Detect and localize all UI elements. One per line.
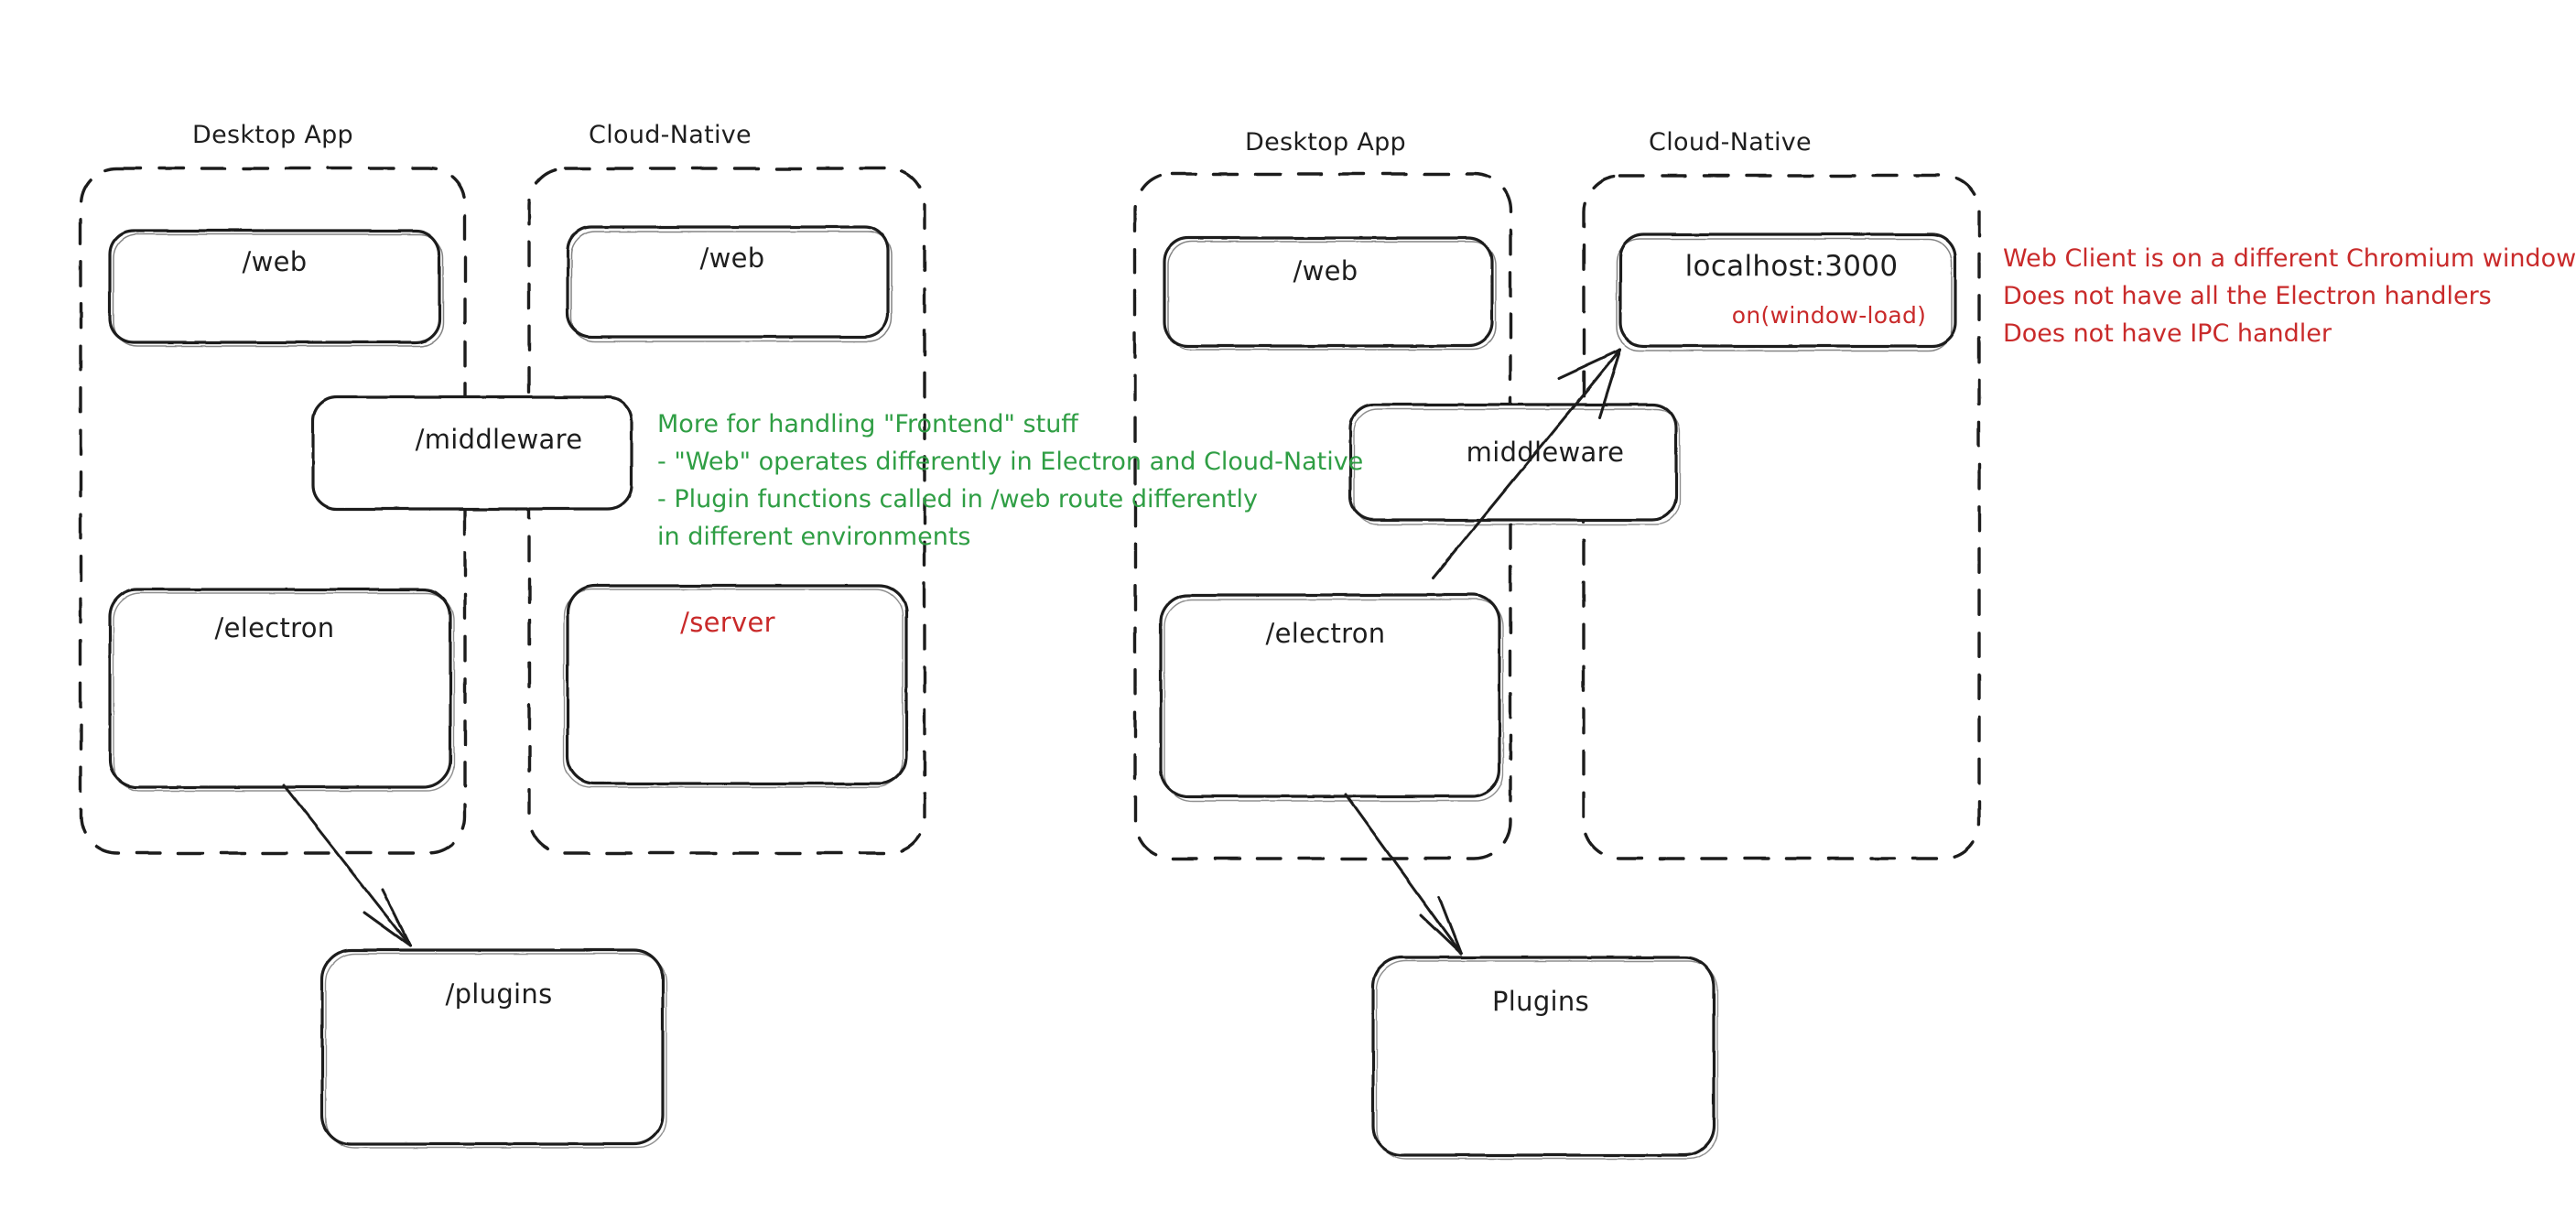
right-cloud-native-title: Cloud-Native: [1649, 128, 1812, 157]
left-middleware-label: /middleware: [415, 424, 583, 455]
right-desktop-web-label: /web: [1293, 255, 1358, 286]
right-boxes: [1159, 232, 1957, 1160]
left-plugins-shape-echo: [325, 953, 667, 1149]
left-electron-shape[interactable]: [108, 588, 452, 789]
red-annotation-note: Web Client is on a different Chromium wi…: [2003, 244, 2576, 349]
right-localhost-shape-echo: [1616, 238, 1953, 351]
left-cloud-web-shape[interactable]: [566, 225, 890, 339]
right-desktop-web-shape[interactable]: [1163, 236, 1494, 348]
left-server-shape-echo: [563, 589, 904, 788]
left-desktop-app-container: [79, 167, 467, 855]
right-plugins-shape[interactable]: [1371, 956, 1716, 1157]
left-desktop-web-label: /web: [242, 246, 308, 277]
left-plugins-label: /plugins: [445, 978, 553, 1010]
right-electron-to-plugins-arrow: [1344, 793, 1463, 956]
right-electron-shape[interactable]: [1159, 593, 1501, 798]
right-plugins-shape-echo: [1376, 960, 1718, 1160]
right-desktop-app-container: [1133, 172, 1512, 860]
right-middleware-shape[interactable]: [1348, 403, 1678, 522]
right-electron-label: /electron: [1265, 618, 1386, 649]
right-electron-to-localhost-arrow: [1431, 348, 1622, 580]
green-annotation-note: More for handling "Frontend" stuff - "We…: [657, 410, 1364, 552]
right-electron-shape-echo: [1164, 599, 1504, 802]
right-middleware-shape-echo: [1353, 408, 1681, 525]
right-localhost-sublabel: on(window-load): [1731, 302, 1927, 329]
right-desktop-web-shape-echo: [1167, 241, 1497, 351]
left-electron-shape-echo: [113, 592, 455, 792]
right-localhost-shape[interactable]: [1618, 232, 1957, 348]
left-group-outlines: [79, 167, 926, 855]
left-electron-to-plugins-arrow: [282, 784, 412, 947]
left-cloud-native-title: Cloud-Native: [589, 121, 752, 149]
right-localhost-label: localhost:3000: [1684, 250, 1899, 283]
left-server-shape[interactable]: [566, 584, 908, 785]
left-cloud-web-shape-echo: [570, 231, 893, 342]
left-boxes: [108, 225, 908, 1149]
right-plugins-label: Plugins: [1492, 986, 1589, 1017]
left-cloud-native-container: [527, 167, 926, 855]
right-desktop-app-title: Desktop App: [1245, 128, 1406, 157]
left-desktop-app-title: Desktop App: [192, 121, 353, 149]
left-server-label: /server: [680, 607, 775, 638]
right-middleware-label: middleware: [1466, 437, 1625, 468]
left-cloud-web-label: /web: [699, 243, 765, 274]
left-plugins-shape[interactable]: [320, 948, 665, 1146]
left-desktop-web-shape[interactable]: [108, 229, 441, 344]
left-electron-label: /electron: [214, 612, 335, 643]
left-desktop-web-shape-echo: [113, 233, 444, 347]
left-middleware-shape[interactable]: [311, 395, 633, 511]
